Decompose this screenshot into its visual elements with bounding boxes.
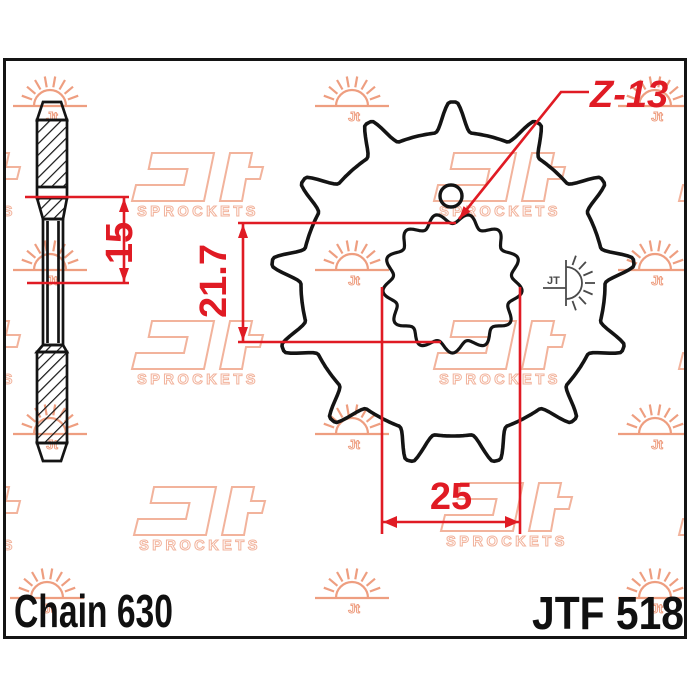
watermark-sun-icon: Jt bbox=[618, 404, 684, 453]
watermark-sun-jt-text: Jt bbox=[651, 437, 663, 452]
watermark-jt-sprockets-logo: SPROCKETS bbox=[0, 320, 22, 389]
jt-sun-stamp-icon: JT bbox=[543, 255, 595, 311]
watermark-sun-jt-text: Jt bbox=[43, 601, 55, 616]
stamp-jt-text: JT bbox=[547, 275, 560, 287]
watermark-sprockets-text: SPROCKETS bbox=[684, 372, 700, 388]
chain-size-label: Chain 630 bbox=[14, 585, 173, 637]
drawing-border bbox=[3, 58, 687, 639]
watermark-sun-jt-text: Jt bbox=[651, 109, 663, 124]
watermark-sprockets-text: SPROCKETS bbox=[139, 538, 261, 554]
watermark-sun-icon: Jt bbox=[315, 76, 389, 125]
watermark-jt-sprockets-logo: SPROCKETS bbox=[130, 320, 265, 389]
watermark-sun-jt-text: Jt bbox=[46, 273, 58, 288]
watermark-sprockets-text: SPROCKETS bbox=[439, 372, 561, 388]
dim-label-bore-flats: 21.7 bbox=[193, 244, 235, 318]
watermark-sun-jt-text: Jt bbox=[348, 437, 360, 452]
side-view-hatch-upper bbox=[38, 121, 66, 187]
sprocket-front-view bbox=[270, 100, 636, 464]
watermark-sprockets-text: SPROCKETS bbox=[0, 538, 16, 554]
dim-label-hub-offset: 15 bbox=[99, 222, 141, 264]
watermark-sun-jt-text: Jt bbox=[651, 273, 663, 288]
dim-label-bore-points: 25 bbox=[430, 476, 472, 518]
watermark-sprockets-text: SPROCKETS bbox=[684, 538, 700, 554]
watermark-jt-sprockets-logo: SPROCKETS bbox=[432, 320, 567, 389]
watermark-sun-icon: Jt bbox=[10, 568, 84, 617]
watermark-jt-sprockets-logo: SPROCKETS bbox=[0, 152, 22, 221]
watermark-sprockets-text: SPROCKETS bbox=[137, 372, 259, 388]
spline-bore-outline bbox=[381, 213, 524, 355]
watermark-sun-icon: Jt bbox=[618, 568, 684, 617]
watermark-sun-jt-text: Jt bbox=[348, 601, 360, 616]
watermark-sun-jt-text: Jt bbox=[348, 273, 360, 288]
watermark-sun-icon: Jt bbox=[13, 76, 87, 125]
watermark-sun-icon: Jt bbox=[315, 568, 389, 617]
watermark-jt-sprockets-logo: SPROCKETS bbox=[677, 184, 700, 221]
watermark-sun-icon: Jt bbox=[618, 76, 684, 125]
side-view-bottom-tooth-tip bbox=[35, 441, 69, 463]
watermark-sun-jt-text: Jt bbox=[348, 109, 360, 124]
watermark-jt-sprockets-logo: SPROCKETS bbox=[132, 486, 267, 555]
gear-teeth-outline bbox=[270, 100, 636, 464]
watermark-sprockets-text: SPROCKETS bbox=[684, 204, 700, 220]
watermark-sprockets-text: SPROCKETS bbox=[0, 204, 16, 220]
dim-label-teeth-count: Z-13 bbox=[589, 74, 668, 116]
part-number-label: JTF 518 bbox=[532, 587, 684, 639]
watermark-jt-sprockets-logo: SPROCKETS bbox=[677, 518, 700, 555]
watermark-jt-sprockets-logo: SPROCKETS bbox=[677, 352, 700, 389]
watermark-sun-jt-text: Jt bbox=[651, 601, 663, 616]
watermark-sprockets-text: SPROCKETS bbox=[137, 204, 259, 220]
watermark-sun-icon: Jt bbox=[618, 240, 684, 289]
watermark-sprockets-text: SPROCKETS bbox=[0, 372, 16, 388]
relief-hole bbox=[438, 183, 464, 209]
watermark-sun-icon: Jt bbox=[315, 240, 389, 289]
side-view-hatch-lower bbox=[38, 353, 66, 442]
side-view-step-upper bbox=[35, 196, 69, 221]
watermark-jt-sprockets-logo: SPROCKETS bbox=[0, 486, 22, 555]
watermark-sun-icon: Jt bbox=[13, 240, 87, 289]
watermark-sprockets-text: SPROCKETS bbox=[446, 534, 568, 550]
watermark-jt-sprockets-logo: SPROCKETS bbox=[130, 152, 265, 221]
watermark-sun-icon: Jt bbox=[315, 404, 389, 453]
dimension-annotations: 15 21.7 25 Z-13 bbox=[25, 74, 668, 534]
watermark-jt-sprockets-logo: SPROCKETS bbox=[439, 482, 574, 551]
